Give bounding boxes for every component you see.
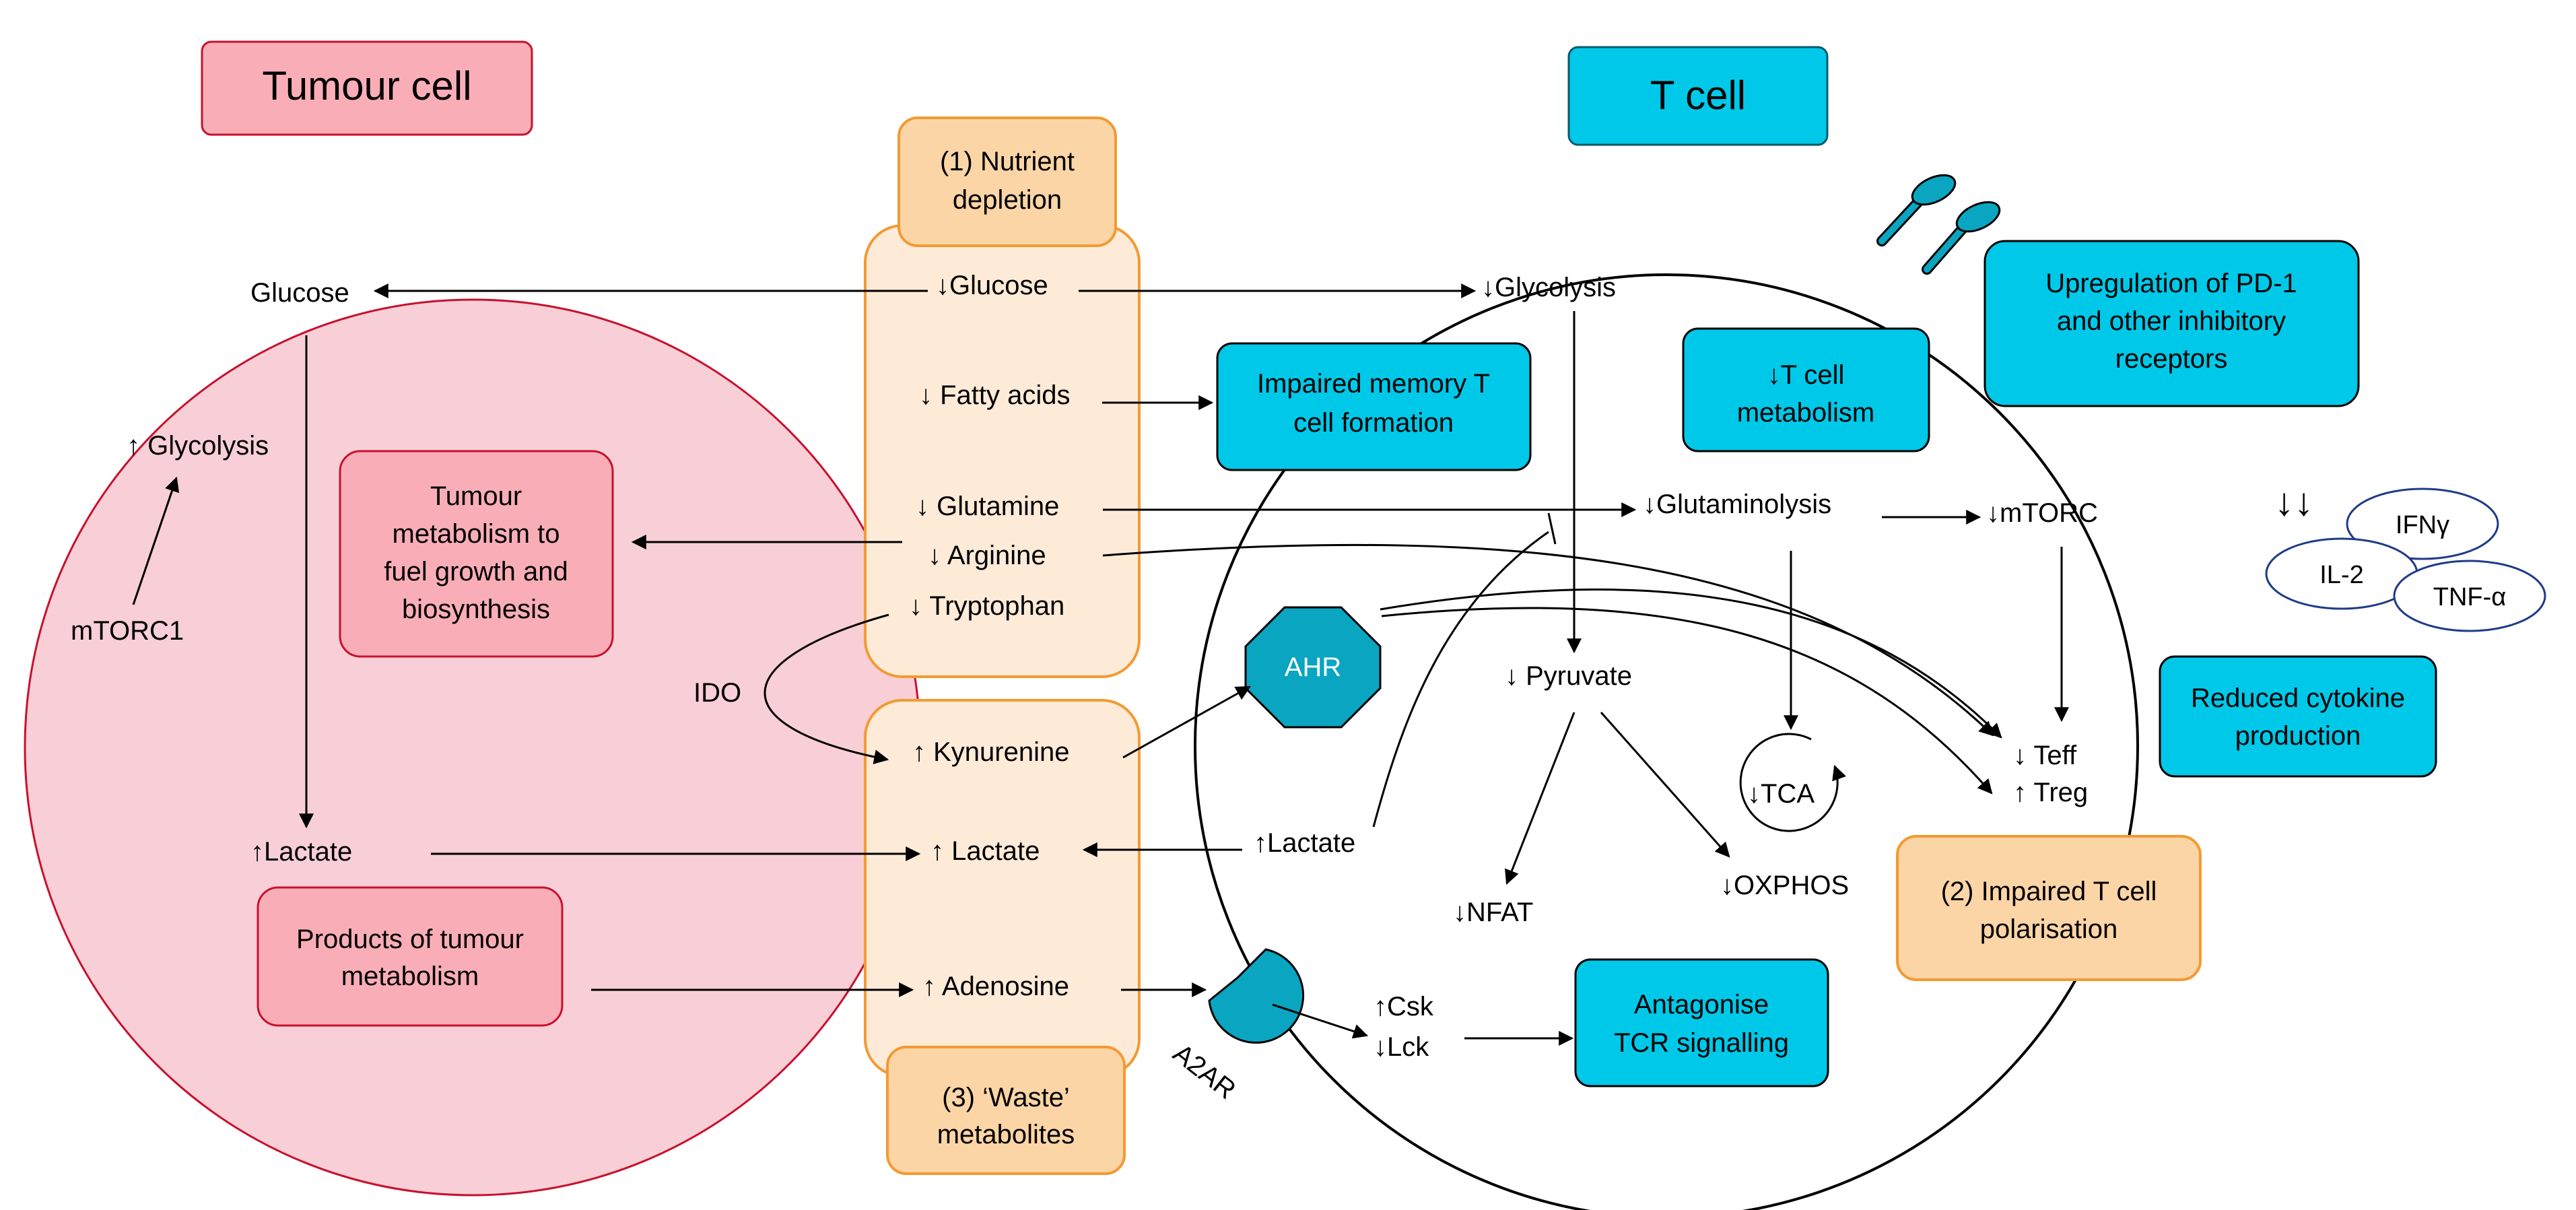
nutrient-depletion-label-1: (1) Nutrient	[940, 147, 1075, 176]
t-cell-title: T cell	[1650, 73, 1746, 118]
tumour-metabolism-line-2: metabolism to	[393, 519, 560, 549]
nutrient-arginine: ↓ Arginine	[928, 541, 1046, 570]
impaired-memory-line-1: Impaired memory T	[1257, 369, 1490, 399]
a2ar-receptor	[1208, 948, 1305, 1044]
tcell-lck: ↓Lck	[1374, 1032, 1429, 1062]
cytokine-tnfa-label: TNF-α	[2433, 583, 2507, 611]
cytokine-ifng-label: IFNγ	[2396, 511, 2449, 539]
ahr-receptor	[1244, 606, 1382, 729]
tumour-cell-title: Tumour cell	[262, 63, 471, 108]
tcell-treg: ↑ Treg	[2013, 778, 2088, 807]
impaired-memory-box	[1216, 342, 1532, 471]
tcell-glycolysis: ↓Glycolysis	[1481, 273, 1616, 302]
nutrient-depletion-label-2: depletion	[953, 185, 1062, 215]
tumour-lactate: ↑Lactate	[250, 837, 352, 867]
waste-adenosine: ↑ Adenosine	[922, 972, 1069, 1001]
waste-lactate: ↑ Lactate	[930, 836, 1040, 866]
pd1-line-2: and other inhibitory	[2057, 306, 2286, 336]
tumour-metabolism-line-4: biosynthesis	[402, 595, 550, 624]
pd1-box	[1984, 240, 2360, 407]
impaired-polarisation-label-1: (2) Impaired T cell	[1941, 877, 2157, 906]
tcell-metabolism-line-2: metabolism	[1737, 398, 1875, 428]
cytokine-tnfa	[2393, 560, 2546, 632]
tumour-products-line-2: metabolism	[341, 962, 479, 991]
waste-metabolites-label-2: metabolites	[937, 1120, 1075, 1149]
tumour-metabolism-line-3: fuel growth and	[384, 557, 568, 586]
tcell-nfat: ↓NFAT	[1453, 898, 1533, 927]
tumour-glucose: Glucose	[250, 278, 349, 308]
tumour-glycolysis: ↑ Glycolysis	[127, 431, 269, 461]
cytokine-il2-label: IL-2	[2319, 561, 2363, 589]
pd1-line-1: Upregulation of PD-1	[2045, 269, 2297, 298]
waste-metabolites-box	[886, 1046, 1126, 1175]
pd1-receptor-icon	[1876, 174, 2001, 275]
tcell-metabolism-line-1: ↓T cell	[1767, 360, 1845, 390]
connectors	[132, 283, 2069, 1046]
waste-metabolites-label-1: (3) ‘Waste’	[942, 1083, 1070, 1112]
ido-label: IDO	[693, 678, 741, 708]
tumour-products-line-1: Products of tumour	[296, 925, 524, 954]
impaired-polarisation-label-2: polarisation	[1980, 914, 2118, 944]
a2ar-label: A2AR	[1167, 1038, 1241, 1105]
tumour-cell-title-box	[201, 40, 533, 136]
antagonise-tcr-box	[1574, 958, 1829, 1087]
nutrient-glucose: ↓Glucose	[936, 271, 1048, 300]
tcell-lactate: ↑Lactate	[1254, 828, 1355, 858]
tcell-metabolism-box	[1682, 327, 1930, 452]
tcell-teff: ↓ Teff	[2013, 741, 2077, 770]
waste-kynurenine: ↑ Kynurenine	[912, 737, 1069, 767]
impaired-polarisation-box	[1896, 835, 2202, 981]
impaired-memory-line-2: cell formation	[1293, 408, 1454, 438]
tumour-products-box	[257, 886, 564, 1027]
reduced-cytokine-box	[2159, 655, 2437, 778]
antagonise-line-1: Antagonise	[1634, 990, 1769, 1019]
reduced-cytokine-line-1: Reduced cytokine	[2191, 683, 2405, 713]
t-cell	[1194, 273, 2139, 1210]
tcell-csk: ↑Csk	[1374, 992, 1434, 1021]
nutrient-fatty-acids: ↓ Fatty acids	[919, 380, 1071, 410]
cytokine-ifng	[2346, 488, 2499, 560]
tumour-metabolism-line-1: Tumour	[430, 481, 522, 511]
t-cell-title-box	[1567, 46, 1829, 146]
nutrient-glutamine: ↓ Glutamine	[916, 492, 1059, 521]
tcell-mtorc: ↓mTORC	[1986, 498, 2098, 528]
tcell-pyruvate: ↓ Pyruvate	[1505, 661, 1632, 691]
cytokine-arrows: ↓↓	[2274, 480, 2313, 524]
antagonise-line-2: TCR signalling	[1614, 1028, 1789, 1058]
tumour-metabolism-box	[339, 450, 614, 658]
tcell-glutaminolysis: ↓Glutaminolysis	[1643, 490, 1831, 519]
nutrient-tryptophan: ↓ Tryptophan	[909, 591, 1064, 621]
ahr-label: AHR	[1285, 652, 1341, 682]
tcell-tca: ↓TCA	[1747, 779, 1815, 809]
pd1-line-3: receptors	[2115, 344, 2228, 374]
nutrient-depletion-box	[897, 116, 1117, 247]
tcell-oxphos: ↓OXPHOS	[1720, 871, 1849, 900]
reduced-cytokine-line-2: production	[2235, 721, 2361, 751]
tumour-mtorc1: mTORC1	[71, 616, 184, 646]
